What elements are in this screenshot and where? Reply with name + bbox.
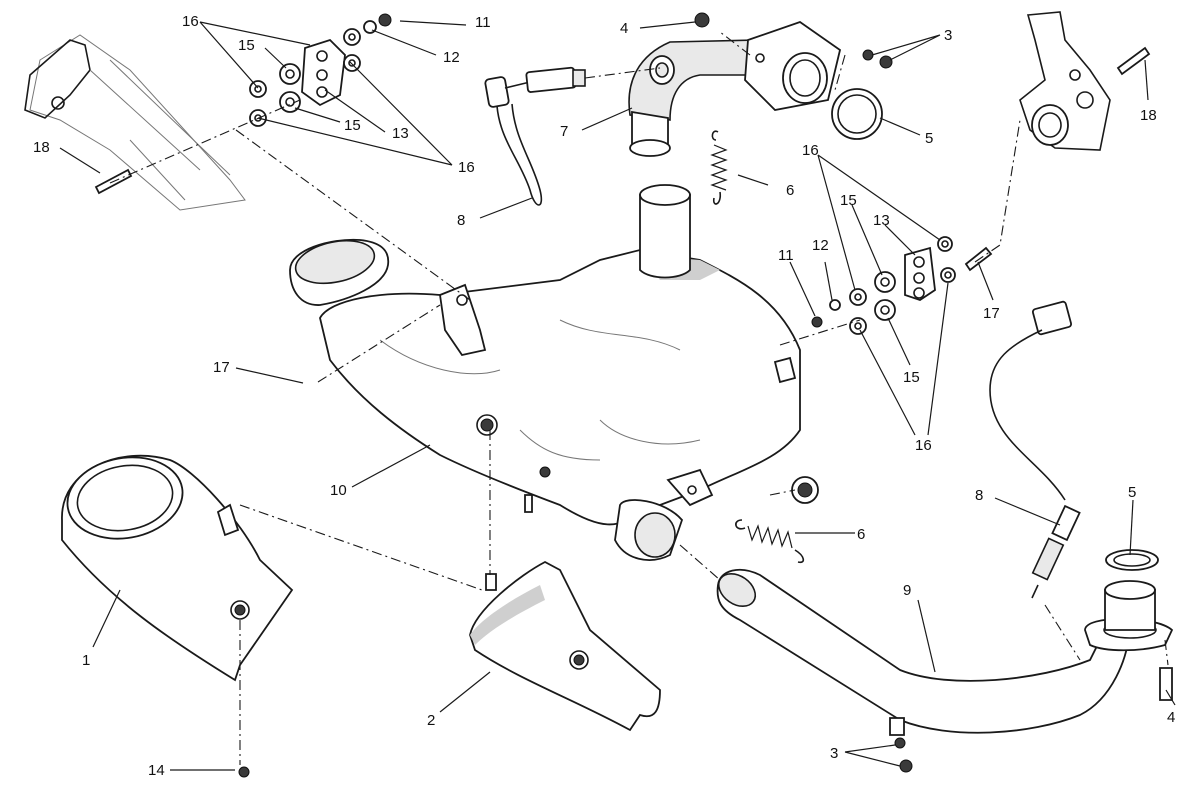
spring-top bbox=[710, 130, 728, 205]
mount-group-right bbox=[811, 236, 993, 335]
callout-c18a: 18 bbox=[33, 139, 50, 156]
callout-c12b: 12 bbox=[812, 237, 829, 254]
callout-labels: 16 11 12 15 15 13 16 18 4 7 8 3 5 6 18 1… bbox=[33, 13, 1175, 779]
elbow-pipe-top bbox=[628, 12, 893, 157]
lambda-sensor-bottom bbox=[989, 300, 1081, 599]
callout-c16c: 16 bbox=[802, 142, 819, 159]
callout-c16a: 16 bbox=[182, 13, 199, 30]
callout-c3b: 3 bbox=[830, 745, 838, 762]
alignment-lines bbox=[109, 31, 1169, 765]
callout-c8a: 8 bbox=[457, 212, 465, 229]
callout-c6a: 6 bbox=[786, 182, 794, 199]
callout-c4a: 4 bbox=[620, 20, 628, 37]
callout-c13a: 13 bbox=[392, 125, 409, 142]
callout-c5b: 5 bbox=[1128, 484, 1136, 501]
spring-bottom bbox=[735, 519, 805, 564]
leader-lines bbox=[59, 20, 1176, 771]
callout-c17a: 17 bbox=[213, 359, 230, 376]
callout-c10: 10 bbox=[330, 482, 347, 499]
callout-c16b: 16 bbox=[458, 159, 475, 176]
callout-c11b: 11 bbox=[778, 247, 794, 264]
callout-c9: 9 bbox=[903, 582, 911, 599]
header-pipe bbox=[238, 549, 1174, 778]
callout-c14: 14 bbox=[148, 762, 165, 779]
callout-c15a: 15 bbox=[238, 37, 255, 54]
callout-c11a: 11 bbox=[475, 14, 491, 31]
callout-c18b: 18 bbox=[1140, 107, 1157, 124]
callout-c13b: 13 bbox=[873, 212, 890, 229]
callout-c1: 1 bbox=[82, 652, 90, 669]
silencer-body bbox=[289, 184, 819, 561]
frame-bracket-right bbox=[1019, 11, 1151, 151]
mount-group-top-left bbox=[94, 13, 392, 195]
callout-c2: 2 bbox=[427, 712, 435, 729]
callout-c15c: 15 bbox=[840, 192, 857, 209]
frame-bracket-left bbox=[24, 34, 246, 211]
heat-shield-2 bbox=[469, 560, 661, 732]
callout-c8b: 8 bbox=[975, 487, 983, 504]
callout-c16d: 16 bbox=[915, 437, 932, 454]
callout-c17b: 17 bbox=[983, 305, 1000, 322]
callout-c6b: 6 bbox=[857, 526, 865, 543]
callout-c15d: 15 bbox=[903, 369, 920, 386]
callout-c4b: 4 bbox=[1167, 709, 1175, 726]
lambda-sensor-top bbox=[484, 66, 586, 206]
callout-c15b: 15 bbox=[344, 117, 361, 134]
callout-c12a: 12 bbox=[443, 49, 460, 66]
callout-c5a: 5 bbox=[925, 130, 933, 147]
callout-c7: 7 bbox=[560, 123, 568, 140]
heat-shield-1 bbox=[61, 454, 294, 682]
callout-c3a: 3 bbox=[944, 27, 952, 44]
